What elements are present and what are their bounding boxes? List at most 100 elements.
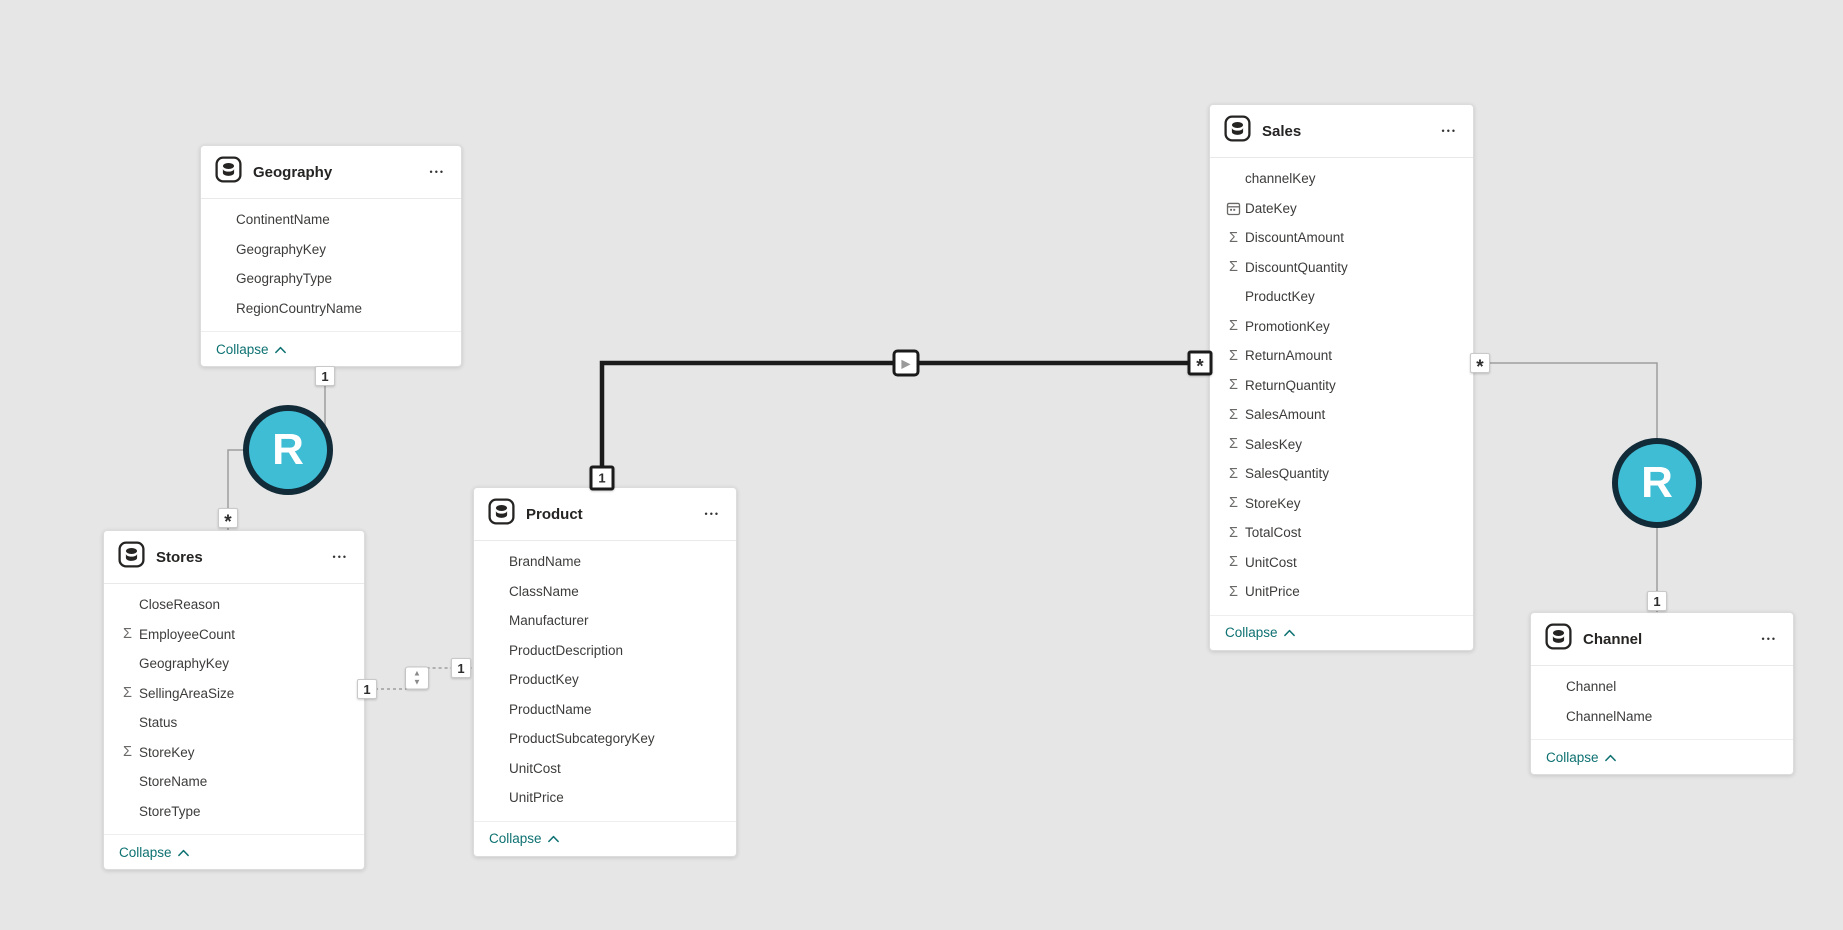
collapse-link[interactable]: Collapse (1531, 739, 1793, 774)
field-row[interactable]: channelKey (1210, 164, 1473, 194)
chevron-up-icon (1605, 750, 1616, 765)
field-row[interactable]: ΣTotalCost (1210, 518, 1473, 548)
field-row[interactable]: Manufacturer (474, 606, 736, 636)
field-row[interactable]: BrandName (474, 547, 736, 577)
field-name: UnitCost (1245, 555, 1297, 570)
table-header[interactable]: Sales••• (1210, 105, 1473, 158)
chevron-up-icon (178, 845, 189, 860)
table-icon (118, 541, 145, 573)
field-row[interactable]: GeographyType (201, 264, 461, 294)
field-row[interactable]: CloseReason (104, 590, 364, 620)
field-row[interactable]: ProductSubcategoryKey (474, 724, 736, 754)
field-row[interactable]: ΣStoreKey (1210, 489, 1473, 519)
field-name: ProductSubcategoryKey (509, 731, 655, 746)
table-header[interactable]: Product ••• (474, 488, 736, 541)
field-row[interactable]: ContinentName (201, 205, 461, 235)
field-row[interactable]: StoreName (104, 767, 364, 797)
field-name: UnitPrice (1245, 584, 1300, 599)
relationship-line-product-sales[interactable] (602, 363, 1209, 489)
field-row[interactable]: GeographyKey (104, 649, 364, 679)
table-title: Product (526, 506, 583, 523)
cardinality-label: * (1188, 351, 1213, 376)
field-row[interactable]: Channel (1531, 672, 1793, 702)
more-options-icon[interactable]: ••• (428, 163, 447, 181)
field-row[interactable]: ΣPromotionKey (1210, 312, 1473, 342)
field-row[interactable]: ClassName (474, 577, 736, 607)
table-card-product[interactable]: Product ••• BrandNameClassNameManufacturer… (473, 487, 737, 857)
field-row[interactable]: ΣUnitCost (1210, 548, 1473, 578)
field-row[interactable]: ΣEmployeeCount (104, 620, 364, 650)
field-row[interactable]: ΣUnitPrice (1210, 577, 1473, 607)
table-header[interactable]: Geography••• (201, 146, 461, 199)
collapse-link[interactable]: Collapse (1210, 615, 1473, 650)
field-list: CloseReasonΣEmployeeCountGeographyKeyΣSe… (104, 584, 364, 828)
cardinality-label: 1 (315, 366, 335, 386)
field-name: ContinentName (236, 212, 330, 227)
sigma-icon: Σ (1222, 259, 1245, 275)
collapse-link[interactable]: Collapse (104, 834, 364, 869)
field-list: ChannelChannelName (1531, 666, 1793, 733)
chevron-up-icon (1284, 625, 1295, 640)
field-row[interactable]: Status (104, 708, 364, 738)
field-row[interactable]: ΣSalesKey (1210, 430, 1473, 460)
field-name: GeographyType (236, 271, 332, 286)
table-title: Stores (156, 549, 203, 566)
more-options-icon[interactable]: ••• (1760, 630, 1779, 648)
table-card-stores[interactable]: Stores ••• CloseReasonΣEmployeeCountGeogra… (103, 530, 365, 870)
table-icon (1545, 623, 1572, 655)
bidirectional-filter-icon[interactable]: ▲▼ (405, 667, 429, 690)
filter-direction-icon[interactable]: ▶ (893, 350, 920, 377)
field-row[interactable]: ΣReturnQuantity (1210, 371, 1473, 401)
collapse-link[interactable]: Collapse (474, 821, 736, 856)
field-name: SalesKey (1245, 437, 1302, 452)
sigma-icon: Σ (116, 744, 139, 760)
field-row[interactable]: ΣSalesAmount (1210, 400, 1473, 430)
cardinality-text: * (224, 513, 231, 532)
sigma-icon: Σ (1222, 466, 1245, 482)
field-row[interactable]: DateKey (1210, 194, 1473, 224)
field-row[interactable]: ΣDiscountQuantity (1210, 253, 1473, 283)
field-row[interactable]: ΣDiscountAmount (1210, 223, 1473, 253)
field-name: UnitPrice (509, 790, 564, 805)
table-header[interactable]: Channel ••• (1531, 613, 1793, 666)
field-list: channelKeyDateKeyΣDiscountAmountΣDiscoun… (1210, 158, 1473, 609)
field-row[interactable]: StoreType (104, 797, 364, 827)
sigma-icon: Σ (1222, 554, 1245, 570)
field-row[interactable]: ΣStoreKey (104, 738, 364, 768)
field-name: ReturnAmount (1245, 348, 1332, 363)
field-row[interactable]: ProductName (474, 695, 736, 725)
field-name: GeographyKey (139, 656, 229, 671)
field-row[interactable]: ProductKey (474, 665, 736, 695)
table-header[interactable]: Stores ••• (104, 531, 364, 584)
triangle-down-icon: ▼ (413, 678, 421, 687)
field-row[interactable]: ProductKey (1210, 282, 1473, 312)
cardinality-text: 1 (321, 369, 328, 384)
table-card-channel[interactable]: Channel•••ChannelChannelNameCollapse (1530, 612, 1794, 775)
field-row[interactable]: ΣSellingAreaSize (104, 679, 364, 709)
field-name: Manufacturer (509, 613, 589, 628)
cardinality-text: * (1196, 358, 1203, 377)
field-row[interactable]: UnitPrice (474, 783, 736, 813)
field-row[interactable]: RegionCountryName (201, 294, 461, 324)
more-options-icon[interactable]: ••• (1440, 122, 1459, 140)
field-name: GeographyKey (236, 242, 326, 257)
field-list: BrandNameClassNameManufacturerProductDes… (474, 541, 736, 815)
table-title: Channel (1583, 631, 1642, 648)
field-row[interactable]: ΣReturnAmount (1210, 341, 1473, 371)
field-row[interactable]: ProductDescription (474, 636, 736, 666)
sigma-icon: Σ (1222, 318, 1245, 334)
chevron-up-icon (548, 831, 559, 846)
collapse-link[interactable]: Collapse (201, 331, 461, 366)
sigma-icon: Σ (1222, 348, 1245, 364)
more-options-icon[interactable]: ••• (703, 505, 722, 523)
field-row[interactable]: ΣSalesQuantity (1210, 459, 1473, 489)
field-row[interactable]: ChannelName (1531, 702, 1793, 732)
more-options-icon[interactable]: ••• (331, 548, 350, 566)
cardinality-text: 1 (1653, 594, 1660, 609)
table-card-sales[interactable]: Sales•••channelKeyDateKeyΣDiscountAmount… (1209, 104, 1474, 651)
table-card-geography[interactable]: Geography••• ContinentNameGeographyKeyGeo… (200, 145, 462, 367)
field-row[interactable]: UnitCost (474, 754, 736, 784)
cardinality-label: 1 (357, 679, 377, 699)
r-badge: R (1612, 438, 1702, 528)
field-row[interactable]: GeographyKey (201, 235, 461, 265)
